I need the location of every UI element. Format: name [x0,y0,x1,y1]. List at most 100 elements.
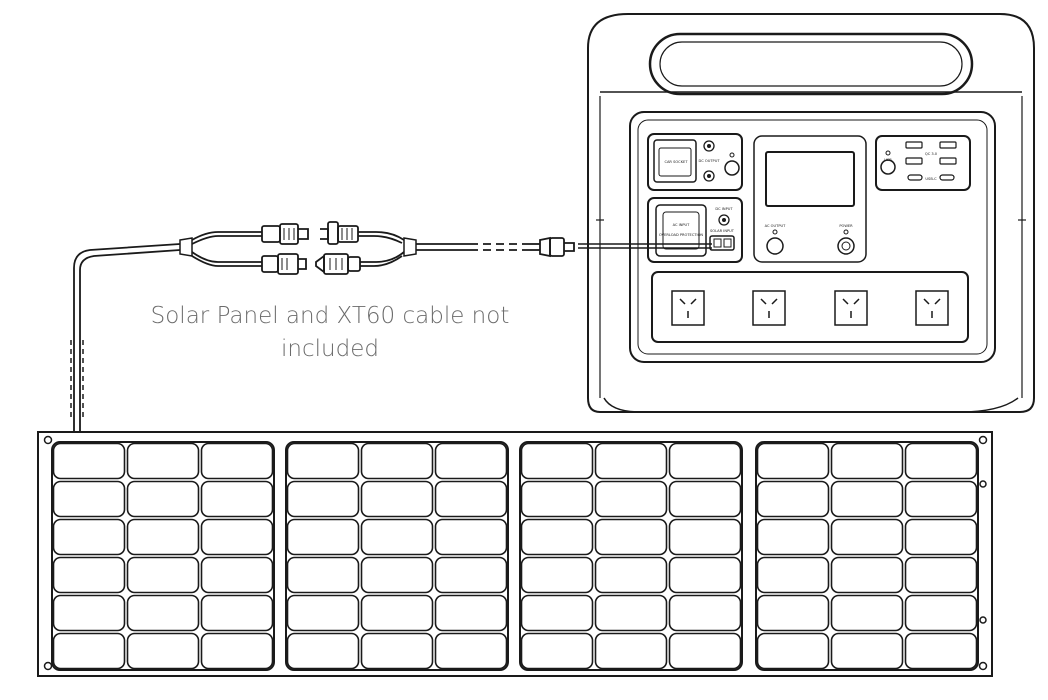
solar-cell [434,442,508,480]
solar-cell [286,594,360,632]
solar-cell [904,556,978,594]
solar-cell [126,594,200,632]
usb-button [880,159,896,175]
power-button [837,237,855,255]
ac-input-label: AC INPUT [673,223,691,227]
solar-input-port [709,235,735,251]
y-splitter-right [403,237,417,257]
solar-cell [126,442,200,480]
dc-output-port-2 [703,170,715,182]
front-panel [629,111,996,363]
solar-cell [434,594,508,632]
solar-cell [904,480,978,518]
y-splitter-left [179,237,193,257]
solar-module-2 [285,441,509,671]
ac-input-port [655,204,707,257]
usb-label: USB [884,158,892,162]
solar-cell [200,632,274,670]
solar-cell [668,556,742,594]
solar-cell [52,556,126,594]
ac-output-label: AC OUTPUT [765,224,786,228]
solar-cell [52,480,126,518]
solar-cell [668,594,742,632]
display-module [753,135,867,263]
solar-cell [668,518,742,556]
solar-cell [126,518,200,556]
car-socket-label: CAR SOCKET [664,160,688,164]
ac-output-button [766,237,784,255]
solar-cell [434,518,508,556]
xt60-plug [539,236,575,258]
power-station [587,13,1035,413]
solar-cell [286,442,360,480]
solar-cell [360,556,434,594]
solar-cell [434,480,508,518]
solar-cell [594,442,668,480]
solar-cell [756,480,830,518]
dc-output-button [724,160,740,176]
solar-cell [360,594,434,632]
solar-cell [286,480,360,518]
overload-protection-label: OVERLOAD PROTECTION [659,233,704,237]
solar-cell [520,442,594,480]
solar-cell [52,632,126,670]
caption-line-2: included [281,336,379,362]
solar-cell [594,594,668,632]
solar-panel [37,431,993,677]
dc-output-port-1 [703,140,715,152]
solar-cell [360,632,434,670]
ac-outlet-bar [651,271,969,343]
dc-output-label: DC OUTPUT [698,159,720,163]
solar-cell [434,632,508,670]
solar-cell [126,632,200,670]
solar-cell [594,556,668,594]
cable-assembly [69,221,712,432]
solar-cell [668,442,742,480]
solar-cell [830,442,904,480]
solar-cell [830,556,904,594]
solar-cell [520,632,594,670]
input-module [647,197,743,263]
solar-cell [200,594,274,632]
solar-cell [904,442,978,480]
panel-labels: CAR SOCKET DC OUTPUT AC INPUT OVERLOAD P… [659,152,938,237]
car-socket [653,139,697,183]
solar-cell [360,480,434,518]
solar-cell [200,442,274,480]
dc-input-label: DC INPUT [715,207,733,211]
solar-cell [830,632,904,670]
solar-cell [904,632,978,670]
solar-cell [830,480,904,518]
mc4-connector-female-lower [261,253,307,275]
solar-module-1 [51,441,275,671]
solar-cell [756,556,830,594]
dc-output-module [647,133,743,191]
solar-cell [904,594,978,632]
power-label: POWER [839,224,853,228]
lcd-screen [765,151,855,207]
solar-cell [594,518,668,556]
caption-line-1: Solar Panel and XT60 cable not [150,303,510,329]
solar-cell [668,480,742,518]
solar-module-3 [519,441,743,671]
solar-cell [126,556,200,594]
solar-cell [756,442,830,480]
solar-cell [52,518,126,556]
solar-cell [756,518,830,556]
solar-cell [286,556,360,594]
usb-c-label: USB-C [925,177,937,181]
handle [648,32,974,96]
solar-cell [520,480,594,518]
solar-cell [360,442,434,480]
solar-cell [594,632,668,670]
ac-outlets [671,290,949,326]
solar-cell [520,594,594,632]
solar-cell [594,480,668,518]
solar-cell [904,518,978,556]
solar-cell [52,442,126,480]
solar-cell [756,632,830,670]
caption-note: Solar Panel and XT60 cable not included [130,300,530,366]
solar-cell [830,594,904,632]
solar-cell [520,518,594,556]
